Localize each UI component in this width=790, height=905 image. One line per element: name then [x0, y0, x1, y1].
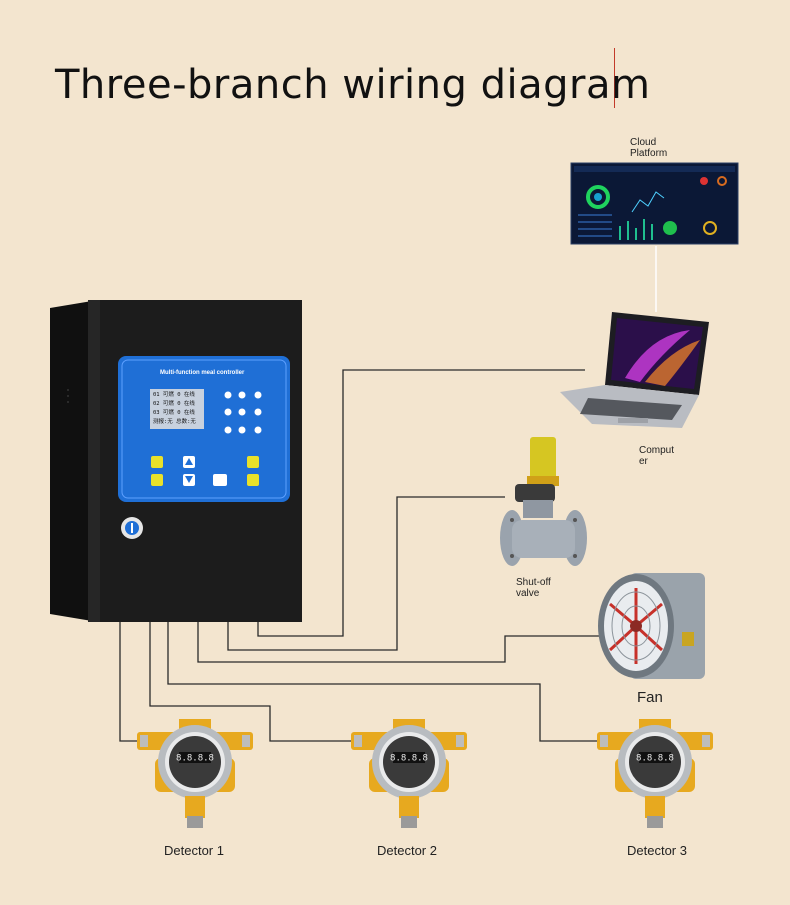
wire-detector-1	[119, 622, 142, 742]
detector-2-readout: 8.8.8.8	[390, 754, 428, 764]
controller-panel-title: Multi-function meal controller	[160, 370, 245, 376]
shutoff-valve	[500, 437, 587, 566]
decor-red-mark	[614, 48, 615, 108]
detector-1: 8.8.8.8	[137, 719, 253, 828]
wire-detector-2	[149, 622, 356, 742]
fan-label: Fan	[637, 689, 663, 706]
detector-3: 8.8.8.8	[597, 719, 713, 828]
page-title: Three-branch wiring diagram	[55, 62, 651, 108]
detector-1-readout: 8.8.8.8	[176, 754, 214, 764]
fan	[598, 573, 705, 679]
computer-laptop	[560, 312, 709, 428]
detector-3-readout: 8.8.8.8	[636, 754, 674, 764]
controller-lcd-text: 01 可燃 0 在线 02 可燃 0 在线 03 可燃 0 在线 测报:无 总数…	[153, 392, 196, 425]
controller-button-4	[247, 474, 259, 486]
controller-button-1	[151, 456, 163, 468]
wire-computer	[257, 369, 585, 637]
detector-3-label: Detector 3	[627, 843, 687, 858]
detector-2: 8.8.8.8	[351, 719, 467, 828]
gas-controller	[50, 300, 302, 622]
controller-lcd	[150, 389, 204, 429]
detector-2-label: Detector 2	[377, 843, 437, 858]
wires	[119, 369, 602, 742]
wire-detector-3	[167, 622, 602, 742]
wire-fan	[197, 622, 600, 663]
controller-button-2	[151, 474, 163, 486]
cloud-platform-screen	[570, 162, 739, 245]
wire-valve	[227, 496, 505, 651]
detectors: 8.8.8.8 8.8.8.8 8.8.8.8	[137, 719, 713, 828]
controller-confirm-button	[213, 474, 227, 486]
detector-1-label: Detector 1	[164, 843, 224, 858]
controller-button-3	[247, 456, 259, 468]
